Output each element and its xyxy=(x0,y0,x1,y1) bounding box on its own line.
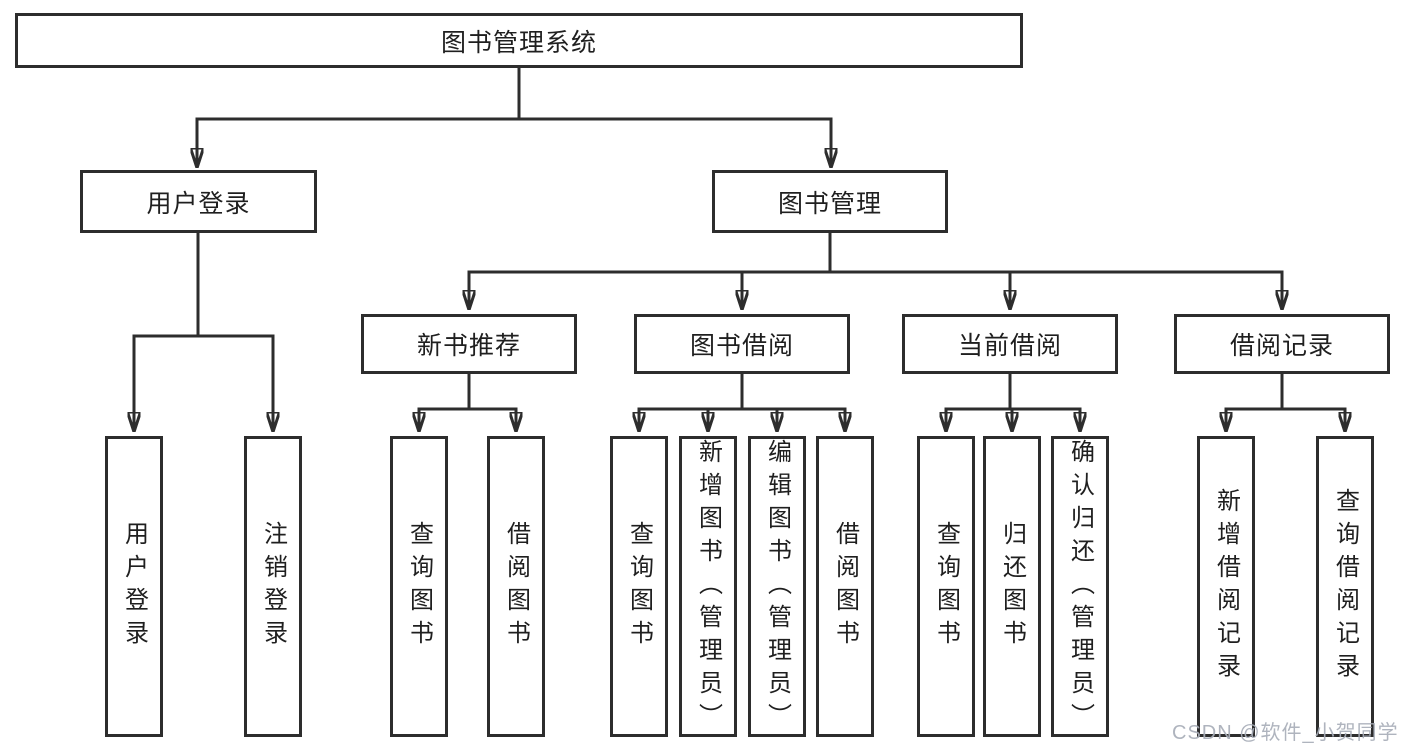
leaf-query-borrow-record: 查询借阅记录 xyxy=(1316,436,1374,737)
leaf-add-borrow-record: 新增借阅记录 xyxy=(1197,436,1255,737)
leaf-confirm-return-admin: 确认归还（管理员） xyxy=(1051,436,1109,737)
node-root: 图书管理系统 xyxy=(15,13,1023,68)
leaf-new-book-query: 查询图书 xyxy=(390,436,448,737)
leaf-new-book-borrow: 借阅图书 xyxy=(487,436,545,737)
leaf-edit-book-admin: 编辑图书（管理员） xyxy=(748,436,806,737)
leaf-user-login: 用户登录 xyxy=(105,436,163,737)
watermark: CSDN @软件_小贺同学 xyxy=(1172,722,1399,744)
node-current-borrow: 当前借阅 xyxy=(902,314,1118,374)
leaf-borrow-book: 借阅图书 xyxy=(816,436,874,737)
node-user-login: 用户登录 xyxy=(80,170,317,233)
node-borrow-record: 借阅记录 xyxy=(1174,314,1390,374)
node-book-management: 图书管理 xyxy=(712,170,948,233)
leaf-current-query-book: 查询图书 xyxy=(917,436,975,737)
leaf-borrow-query-book: 查询图书 xyxy=(610,436,668,737)
leaf-return-book: 归还图书 xyxy=(983,436,1041,737)
leaf-logout: 注销登录 xyxy=(244,436,302,737)
leaf-add-book-admin: 新增图书（管理员） xyxy=(679,436,737,737)
node-book-borrow: 图书借阅 xyxy=(634,314,850,374)
node-new-book-recommend: 新书推荐 xyxy=(361,314,577,374)
